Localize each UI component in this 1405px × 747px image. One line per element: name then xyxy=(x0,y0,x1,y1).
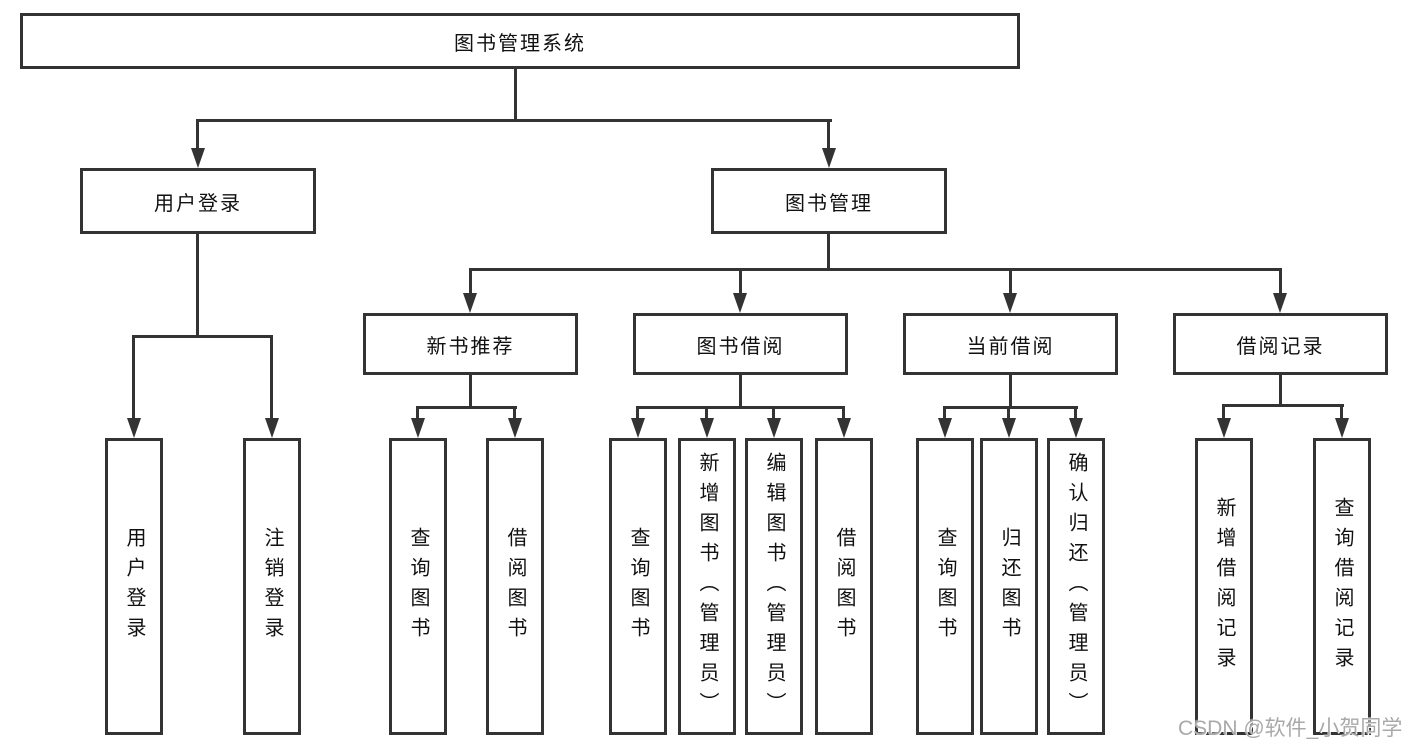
leaf-add-book-admin-label: 新增图书（管理员） xyxy=(696,451,718,722)
node-borrow-records: 借阅记录 xyxy=(1173,313,1388,375)
leaf-query-borrow-record-label: 查询借阅记录 xyxy=(1331,496,1353,677)
connector-drop-line xyxy=(270,335,273,420)
connector-drop-line xyxy=(1222,404,1225,420)
leaf-logout: 注销登录 xyxy=(243,438,301,735)
connector-drop-line xyxy=(1340,404,1343,420)
node-root: 图书管理系统 xyxy=(20,13,1020,69)
arrowhead-down-icon xyxy=(767,418,781,438)
connector-drop-line xyxy=(469,268,472,295)
connector-drop-line xyxy=(1007,406,1010,420)
arrowhead-down-icon xyxy=(1273,293,1287,313)
connector-drop-line xyxy=(827,119,830,150)
arrowhead-down-icon xyxy=(631,418,645,438)
connector-current-borrow-trunk xyxy=(1009,375,1012,409)
arrowhead-down-icon xyxy=(1335,418,1349,438)
connector-drop-line xyxy=(513,406,516,420)
leaf-query-book-1: 查询图书 xyxy=(389,438,447,735)
connector-drop-line xyxy=(842,406,845,420)
arrowhead-down-icon xyxy=(837,418,851,438)
node-borrow-records-label: 借阅记录 xyxy=(1236,335,1325,358)
arrowhead-down-icon xyxy=(127,418,141,438)
node-current-borrow: 当前借阅 xyxy=(903,313,1118,375)
arrowhead-down-icon xyxy=(265,418,279,438)
connector-new-book-trunk xyxy=(469,375,472,409)
leaf-confirm-return-admin-label: 确认归还（管理员） xyxy=(1065,451,1087,722)
arrowhead-down-icon xyxy=(1002,418,1016,438)
leaf-user-login-label: 用户登录 xyxy=(123,526,145,647)
node-book-management-label: 图书管理 xyxy=(785,192,873,215)
connector-user-login-split xyxy=(132,335,273,338)
connector-borrow-records-trunk xyxy=(1279,375,1282,407)
connector-new-book-split xyxy=(416,406,517,409)
arrowhead-down-icon xyxy=(1217,418,1231,438)
arrowhead-down-icon xyxy=(411,418,425,438)
node-book-borrow-label: 图书借阅 xyxy=(696,335,785,358)
leaf-query-book-3: 查询图书 xyxy=(916,438,974,735)
connector-drop-line xyxy=(132,335,135,420)
leaf-confirm-return-admin: 确认归还（管理员） xyxy=(1047,438,1105,735)
connector-drop-line xyxy=(772,406,775,420)
arrowhead-down-icon xyxy=(822,148,836,168)
arrowhead-down-icon xyxy=(1069,418,1083,438)
connector-current-borrow-split xyxy=(943,406,1078,409)
arrowhead-down-icon xyxy=(191,148,205,168)
connector-book-mgmt-trunk xyxy=(827,234,830,271)
connector-borrow-records-split xyxy=(1222,404,1344,407)
leaf-query-book-2-label: 查询图书 xyxy=(627,526,649,647)
leaf-add-borrow-record-label: 新增借阅记录 xyxy=(1213,496,1235,677)
connector-user-login-trunk xyxy=(196,234,199,338)
connector-drop-line xyxy=(705,406,708,420)
leaf-query-book-1-label: 查询图书 xyxy=(407,526,429,647)
node-user-login-label: 用户登录 xyxy=(154,192,242,215)
leaf-query-book-2: 查询图书 xyxy=(609,438,667,735)
connector-drop-line xyxy=(739,268,742,295)
arrowhead-down-icon xyxy=(733,293,747,313)
leaf-edit-book-admin-label: 编辑图书（管理员） xyxy=(763,451,785,722)
node-root-label: 图书管理系统 xyxy=(454,32,586,55)
leaf-borrow-book-1-label: 借阅图书 xyxy=(504,526,526,647)
connector-drop-line xyxy=(636,406,639,420)
connector-drop-line xyxy=(416,406,419,420)
leaf-return-book: 归还图书 xyxy=(980,438,1038,735)
arrowhead-down-icon xyxy=(463,293,477,313)
leaf-add-book-admin: 新增图书（管理员） xyxy=(678,438,736,735)
node-new-book-recommend: 新书推荐 xyxy=(363,313,578,375)
arrowhead-down-icon xyxy=(938,418,952,438)
arrowhead-down-icon xyxy=(1003,293,1017,313)
leaf-user-login: 用户登录 xyxy=(105,438,163,735)
connector-drop-line xyxy=(943,406,946,420)
node-book-management: 图书管理 xyxy=(711,168,947,234)
leaf-borrow-book-2: 借阅图书 xyxy=(815,438,873,735)
node-new-book-recommend-label: 新书推荐 xyxy=(426,335,515,358)
connector-drop-line xyxy=(1009,268,1012,295)
connector-drop-line xyxy=(196,119,199,150)
connector-drop-line xyxy=(1279,268,1282,295)
leaf-logout-label: 注销登录 xyxy=(261,526,283,647)
watermark: CSDN @软件_小贺同学 xyxy=(1178,717,1403,740)
leaf-return-book-label: 归还图书 xyxy=(998,526,1020,647)
arrowhead-down-icon xyxy=(700,418,714,438)
connector-root-trunk xyxy=(514,69,517,122)
leaf-add-borrow-record: 新增借阅记录 xyxy=(1195,438,1253,735)
connector-drop-line xyxy=(1074,406,1077,420)
connector-book-borrow-split xyxy=(636,406,845,409)
leaf-edit-book-admin: 编辑图书（管理员） xyxy=(745,438,803,735)
arrowhead-down-icon xyxy=(508,418,522,438)
node-current-borrow-label: 当前借阅 xyxy=(966,335,1055,358)
leaf-borrow-book-1: 借阅图书 xyxy=(486,438,544,735)
connector-book-mgmt-split xyxy=(469,268,1282,271)
node-book-borrow: 图书借阅 xyxy=(633,313,848,375)
leaf-query-borrow-record: 查询借阅记录 xyxy=(1313,438,1371,735)
leaf-borrow-book-2-label: 借阅图书 xyxy=(833,526,855,647)
connector-book-borrow-trunk xyxy=(739,375,742,409)
leaf-query-book-3-label: 查询图书 xyxy=(934,526,956,647)
node-user-login: 用户登录 xyxy=(80,168,316,234)
connector-root-split xyxy=(196,119,832,122)
